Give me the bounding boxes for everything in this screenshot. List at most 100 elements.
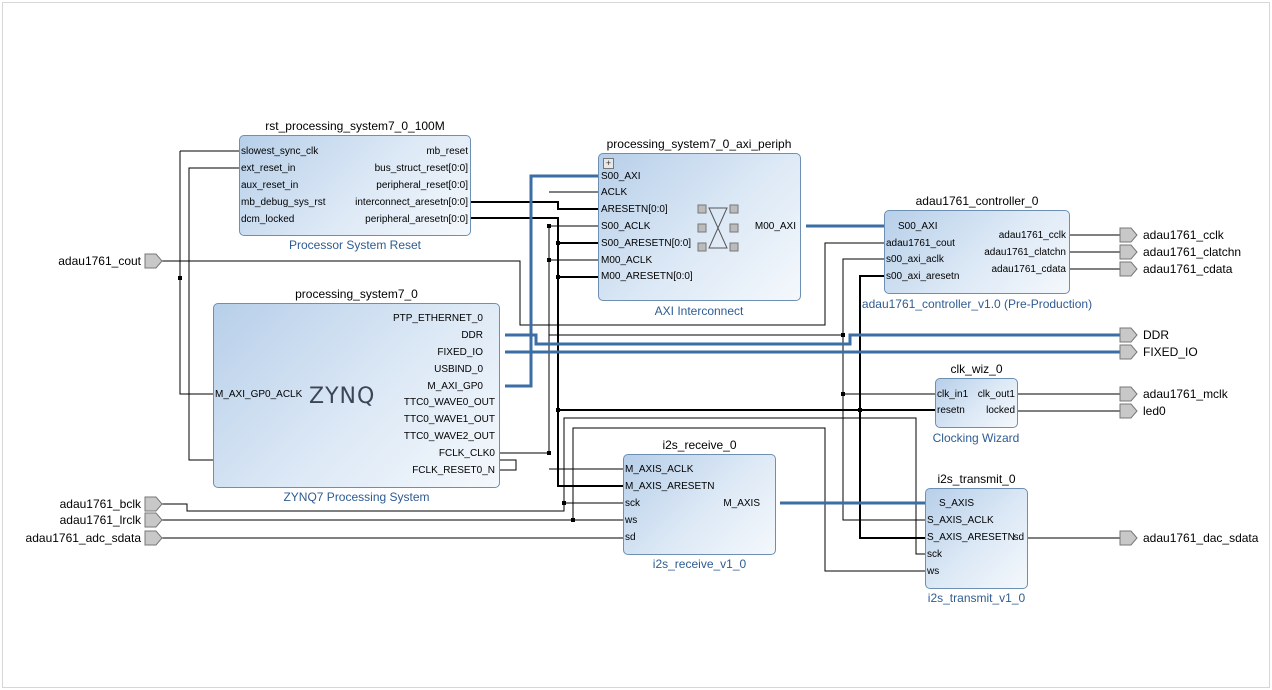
ps7-port-right: PTP_ETHERNET_0 [392,313,483,324]
ps7-port-right: TTC0_WAVE2_OUT [403,431,495,442]
port-adau1761-dac-sdata[interactable] [1119,530,1138,546]
port-adau1761-mclk[interactable] [1119,386,1138,402]
net-adau1761-lrclk [162,427,925,572]
external-ports [144,227,1138,546]
ps7-port-right: FIXED_IO [437,347,483,358]
axi-port-left: S00_ACLK [601,221,651,232]
port-adau1761-lrclk[interactable] [144,512,163,528]
adau1761-controller-block[interactable]: S00_AXI adau1761_cout s00_axi_aclk s00_a… [884,210,1070,294]
clk-block-subtitle: Clocking Wizard [932,431,1020,445]
i2stx-block-title: i2s_transmit_0 [937,472,1016,486]
axi-port-left: M00_ARESETN[0:0] [601,271,693,282]
rst-port-right: peripheral_aresetn[0:0] [365,214,468,225]
ctrl-port-left: adau1761_cout [886,238,955,249]
ps7-port-right: M_AXI_GP0 [427,381,483,392]
bus-wires [505,174,1123,505]
rst-port-right: interconnect_aresetn[0:0] [355,197,468,208]
ext-label-adau1761-bclk: adau1761_bclk [59,497,141,511]
rst-processing-system-block[interactable]: slowest_sync_clk ext_reset_in aux_reset_… [239,135,471,236]
i2stx-port-left: S_AXIS [939,498,975,509]
port-adau1761-adc-sdata[interactable] [144,530,163,546]
rst-port-left: dcm_locked [241,214,295,225]
ext-label-adau1761-cdata: adau1761_cdata [1143,262,1233,276]
ps7-port-right: TTC0_WAVE1_OUT [403,414,495,425]
ctrl-port-right: adau1761_clatchn [984,247,1066,258]
i2s-receive-block[interactable]: M_AXIS_ACLK M_AXIS_ARESETN sck ws sd M_A… [623,454,776,555]
rst-block-subtitle: Processor System Reset [288,238,422,252]
clk-port-right: clk_out1 [977,389,1015,400]
ctrl-port-right: adau1761_cdata [991,264,1066,275]
ps7-port-left: M_AXI_GP0_ACLK [215,389,303,400]
ext-label-adau1761-adc-sdata: adau1761_adc_sdata [25,531,141,545]
axi-port-left: S00_ARESETN[0:0] [601,238,692,249]
axi-interconnect-block[interactable]: + S00_AXI ACLK ARESETN[0:0] S00_ACLK S00… [598,153,801,301]
i2srx-port-left: M_AXIS_ARESETN [625,481,715,492]
zynq-logo: ZYNQ [309,384,376,409]
clk-port-left: resetn [937,405,965,416]
port-adau1761-cdata[interactable] [1119,261,1138,277]
i2srx-port-right: M_AXIS [723,498,760,509]
rst-port-left: ext_reset_in [241,163,296,174]
i2stx-port-left: S_AXIS_ARESETN [927,532,1015,543]
i2srx-block-title: i2s_receive_0 [662,438,737,452]
port-ddr[interactable] [1119,327,1138,343]
net-interconnect-aresetn [470,201,598,210]
expand-icon[interactable]: + [603,158,614,169]
axi-port-left: ACLK [601,187,628,198]
rst-port-left: slowest_sync_clk [241,146,319,157]
port-adau1761-clatchn[interactable] [1119,244,1138,260]
rst-port-left: aux_reset_in [241,180,299,191]
crossbar-icon [697,204,739,252]
ps7-port-right: DDR [461,330,483,341]
rst-port-right: peripheral_reset[0:0] [376,180,468,191]
rst-port-right: mb_reset [426,146,468,157]
ext-label-adau1761-dac-sdata: adau1761_dac_sdata [1143,531,1259,545]
i2srx-block-subtitle: i2s_receive_v1_0 [652,557,747,571]
rst-block-title: rst_processing_system7_0_100M [265,119,445,133]
clocking-wizard-block[interactable]: clk_in1 resetn clk_out1 locked [935,378,1018,428]
i2srx-port-left: M_AXIS_ACLK [625,464,694,475]
port-adau1761-cout[interactable] [144,253,163,269]
i2stx-port-left: sck [927,549,942,560]
ctrl-block-subtitle: adau1761_controller_v1.0 (Pre-Production… [861,297,1093,311]
i2srx-port-left: sck [625,498,640,509]
ext-label-led0: led0 [1143,404,1166,418]
port-adau1761-bclk[interactable] [144,496,163,512]
axi-block-title: processing_system7_0_axi_periph [606,137,792,151]
ctrl-port-left: S00_AXI [898,221,938,232]
rst-port-left: mb_debug_sys_rst [241,197,326,208]
axi-port-left: S00_AXI [601,171,641,182]
ps7-block-title: processing_system7_0 [295,287,418,301]
bus-ddr [505,333,1123,346]
i2srx-port-left: sd [625,532,636,543]
ps7-port-right: TTC0_WAVE0_OUT [403,397,495,408]
ext-label-adau1761-cclk: adau1761_cclk [1143,228,1224,242]
axi-port-left: ARESETN[0:0] [601,204,668,215]
zynq-processing-system-block[interactable]: M_AXI_GP0_ACLK ZYNQ PTP_ETHERNET_0 DDR F… [213,303,500,488]
ext-label-adau1761-lrclk: adau1761_lrclk [59,513,141,527]
axi-port-left: M00_ACLK [601,255,653,266]
ctrl-port-right: adau1761_cclk [998,230,1066,241]
bus-m-axi-gp0 [505,174,598,388]
rst-port-right: bus_struct_reset[0:0] [374,163,468,174]
ps7-port-right: FCLK_CLK0 [438,448,495,459]
port-fixed-io[interactable] [1119,344,1138,360]
ctrl-block-title: adau1761_controller_0 [915,194,1039,208]
signal-wires [162,150,1123,572]
net-fclk-clk0 [179,150,935,521]
ps7-port-right: FCLK_RESET0_N [412,465,495,476]
i2s-transmit-block[interactable]: S_AXIS S_AXIS_ACLK S_AXIS_ARESETN sck ws… [925,488,1028,589]
net-adau1761-cout [162,242,884,326]
junctions [178,224,862,522]
ctrl-port-left: s00_axi_aclk [886,254,944,265]
net-adau1761-bclk [162,417,925,555]
axi-block-subtitle: AXI Interconnect [654,304,744,318]
axi-port-right: M00_AXI [754,221,796,232]
ext-label-adau1761-cout: adau1761_cout [58,254,141,268]
port-led0[interactable] [1119,403,1138,419]
ext-label-adau1761-clatchn: adau1761_clatchn [1143,245,1242,259]
clk-port-right: locked [986,405,1015,416]
port-adau1761-cclk[interactable] [1119,227,1138,243]
ext-label-adau1761-mclk: adau1761_mclk [1143,387,1228,401]
